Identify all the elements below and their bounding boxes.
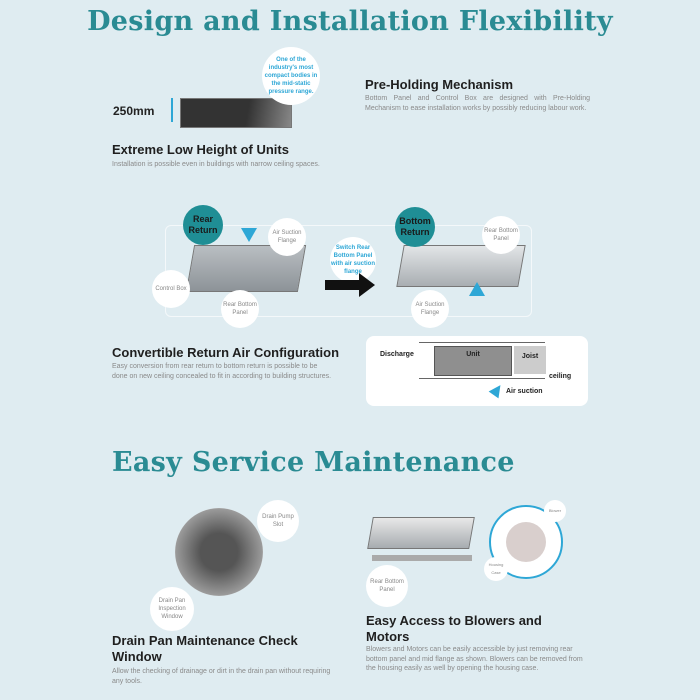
discharge-label: Discharge xyxy=(380,351,414,358)
rear-bottom-panel-label: Rear Bottom Panel xyxy=(221,290,259,328)
drain-body: Allow the checking of drainage or dirt i… xyxy=(112,668,331,685)
air-suction-arrow-icon xyxy=(488,381,506,399)
compact-callout: One of the industry's most compact bodie… xyxy=(262,47,320,105)
rear-return-badge: Rear Return xyxy=(183,205,223,245)
blower-label: Blower xyxy=(544,500,566,522)
housing-case-label: Housing Case xyxy=(484,557,508,581)
height-arrow-icon xyxy=(171,98,173,122)
air-suction-flange-label-2: Air Suction Flange xyxy=(411,290,449,328)
blowers-heading: Easy Access to Blowers and Motors xyxy=(366,613,542,644)
convertible-body: Easy conversion from rear return to bott… xyxy=(112,363,332,380)
low-height-heading: Extreme Low Height of Units xyxy=(112,142,289,157)
blowers-body: Blowers and Motors can be easily accessi… xyxy=(366,646,583,672)
unit-image xyxy=(180,98,292,128)
bottom-panel-image xyxy=(372,555,472,561)
inspection-window-label: Drain Pan Inspection Window xyxy=(150,587,194,631)
rear-bottom-panel-label-3: Rear Bottom Panel xyxy=(366,565,408,607)
up-arrow-icon xyxy=(469,282,485,296)
section-title-service: Easy Service Maintenance xyxy=(112,447,515,478)
bottom-return-badge: Bottom Return xyxy=(395,207,435,247)
low-height-body: Installation is possible even in buildin… xyxy=(112,161,320,168)
unit-box: Unit xyxy=(434,346,512,376)
pre-holding-body: Bottom Panel and Control Box are designe… xyxy=(365,95,590,112)
blower-unit-image xyxy=(367,517,475,549)
drain-heading: Drain Pan Maintenance Check Window xyxy=(112,633,298,664)
rear-bottom-panel-label-2: Rear Bottom Panel xyxy=(482,216,520,254)
right-arrow-icon xyxy=(325,273,375,297)
ceiling-label: ceiling xyxy=(549,373,572,380)
drain-pump-slot-label: Drain Pump Slot xyxy=(257,500,299,542)
control-box-label: Control Box xyxy=(152,270,190,308)
dimension-label: 250mm xyxy=(113,104,155,118)
joist-box: Joist xyxy=(514,346,546,374)
air-suction-flange-label: Air Suction Flange xyxy=(268,218,306,256)
convertible-heading: Convertible Return Air Configuration xyxy=(112,345,340,360)
pre-holding-heading: Pre-Holding Mechanism xyxy=(365,77,514,92)
section-title-design: Design and Installation Flexibility xyxy=(87,6,613,37)
airflow-diagram: Discharge Unit Joist ceiling Air suction xyxy=(366,336,588,406)
air-suction-label: Air suction xyxy=(506,388,543,395)
down-arrow-icon xyxy=(241,228,257,242)
drain-pan-image xyxy=(175,508,263,596)
